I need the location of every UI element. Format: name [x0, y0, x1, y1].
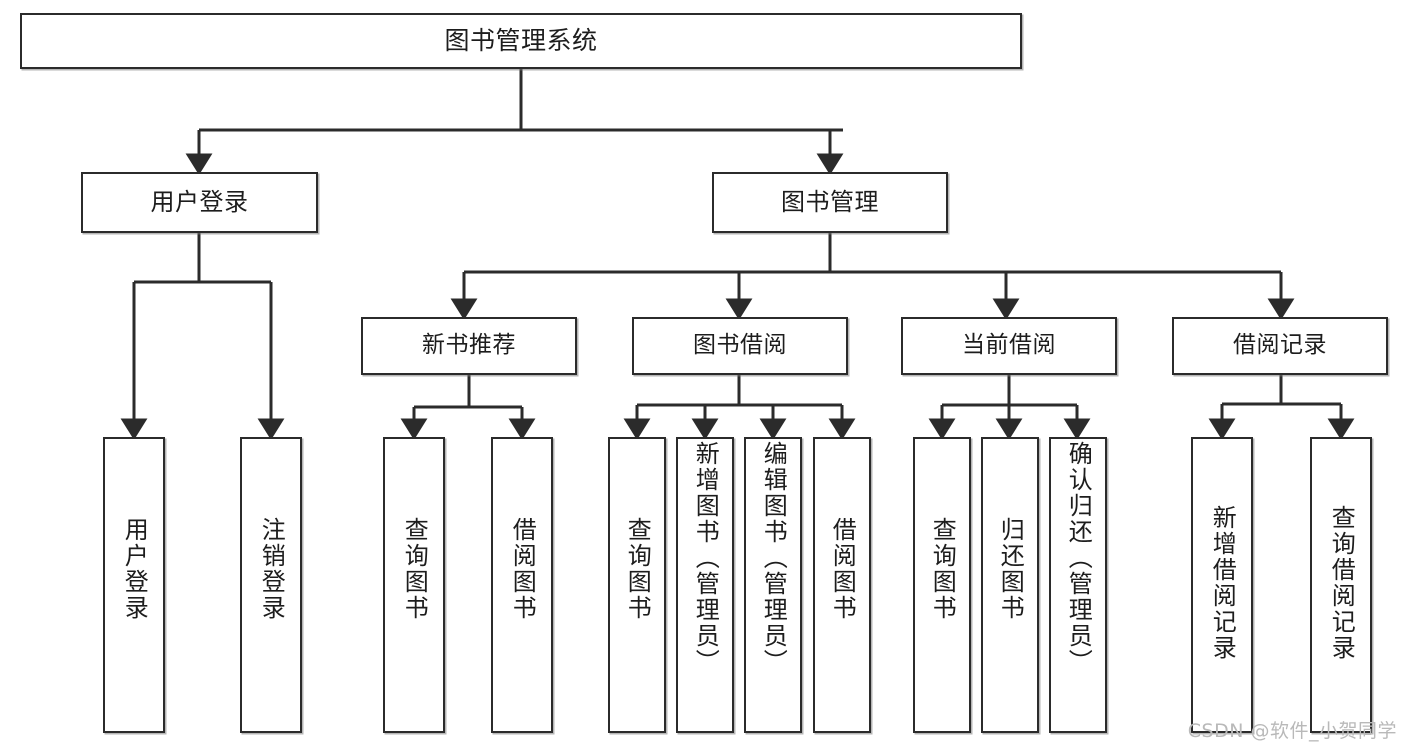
node-root-label: 图书管理系统 [444, 26, 598, 56]
leaf-user-login-login-label: 用户登录 [120, 517, 149, 621]
node-new-book-recommend-label: 新书推荐 [422, 332, 516, 359]
node-borrow-records[interactable]: 借阅记录 [1172, 317, 1388, 375]
leaf-new-book-query-book-label: 查询图书 [400, 517, 429, 621]
leaf-current-borrow-confirm-return-label: 确认归还（管理员） [1064, 441, 1093, 675]
leaf-borrow-records-add-record-label: 新增借阅记录 [1208, 505, 1237, 661]
leaf-book-borrow-edit-book[interactable]: 编辑图书（管理员） [744, 437, 802, 733]
node-borrow-records-label: 借阅记录 [1233, 332, 1327, 359]
csdn-watermark: CSDN @软件_小贺同学 [1187, 720, 1397, 742]
leaf-book-borrow-borrow-book-label: 借阅图书 [828, 517, 857, 621]
node-book-borrow[interactable]: 图书借阅 [632, 317, 848, 375]
leaf-new-book-borrow-book-label: 借阅图书 [508, 517, 537, 621]
leaf-current-borrow-return-book-label: 归还图书 [996, 517, 1025, 621]
leaf-current-borrow-query-book[interactable]: 查询图书 [913, 437, 971, 733]
node-book-management-label: 图书管理 [781, 188, 879, 217]
leaf-book-borrow-add-book-label: 新增图书（管理员） [691, 441, 720, 675]
leaf-book-borrow-query-book[interactable]: 查询图书 [608, 437, 666, 733]
node-book-borrow-label: 图书借阅 [693, 332, 787, 359]
leaf-new-book-query-book[interactable]: 查询图书 [383, 437, 445, 733]
leaf-current-borrow-confirm-return[interactable]: 确认归还（管理员） [1049, 437, 1107, 733]
node-user-login-label: 用户登录 [150, 188, 249, 217]
node-root-system[interactable]: 图书管理系统 [20, 13, 1022, 69]
leaf-borrow-records-query-record-label: 查询借阅记录 [1327, 505, 1356, 661]
leaf-book-borrow-query-book-label: 查询图书 [623, 517, 652, 621]
leaf-user-login-logout[interactable]: 注销登录 [240, 437, 302, 733]
leaf-book-borrow-add-book[interactable]: 新增图书（管理员） [676, 437, 734, 733]
node-current-borrow[interactable]: 当前借阅 [901, 317, 1117, 375]
leaf-book-borrow-edit-book-label: 编辑图书（管理员） [759, 441, 788, 675]
leaf-new-book-borrow-book[interactable]: 借阅图书 [491, 437, 553, 733]
leaf-borrow-records-add-record[interactable]: 新增借阅记录 [1191, 437, 1253, 733]
node-current-borrow-label: 当前借阅 [962, 332, 1056, 359]
leaf-current-borrow-return-book[interactable]: 归还图书 [981, 437, 1039, 733]
node-new-book-recommend[interactable]: 新书推荐 [361, 317, 577, 375]
leaf-user-login-login[interactable]: 用户登录 [103, 437, 165, 733]
node-user-login[interactable]: 用户登录 [81, 172, 318, 233]
leaf-book-borrow-borrow-book[interactable]: 借阅图书 [813, 437, 871, 733]
leaf-borrow-records-query-record[interactable]: 查询借阅记录 [1310, 437, 1372, 733]
leaf-current-borrow-query-book-label: 查询图书 [928, 517, 957, 621]
node-book-management[interactable]: 图书管理 [712, 172, 948, 233]
leaf-user-login-logout-label: 注销登录 [257, 517, 286, 621]
